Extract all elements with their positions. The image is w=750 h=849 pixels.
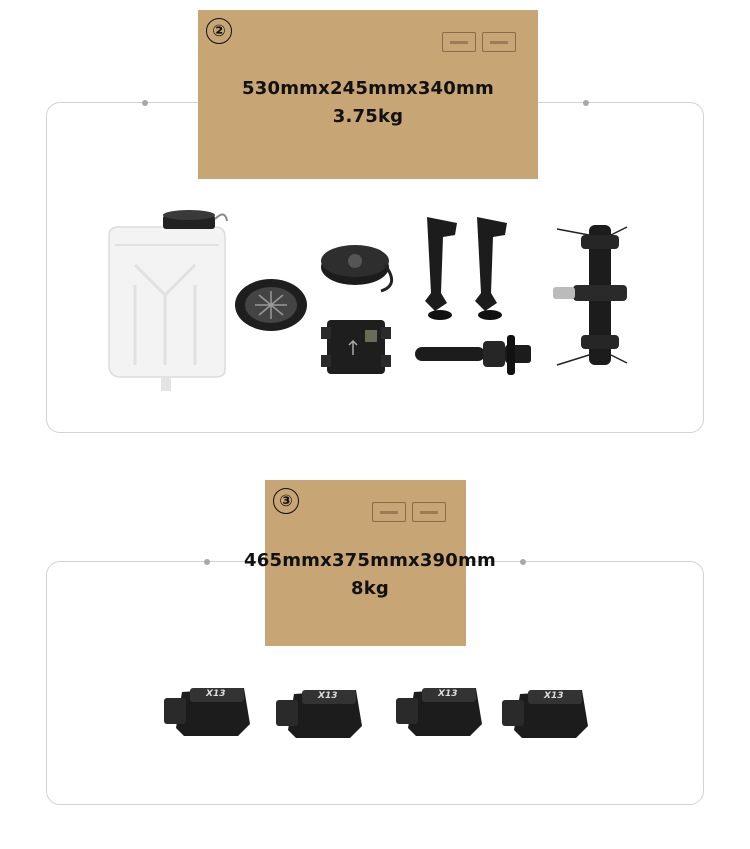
spray-arm-icon	[425, 217, 507, 320]
cap-icon	[321, 245, 393, 293]
motor-label: X13	[318, 691, 338, 701]
motor-unit: X13	[272, 686, 364, 746]
motor-row: X13 X13 X13 X13	[160, 684, 590, 744]
motor-unit: X13	[498, 686, 590, 746]
motor-icon	[396, 688, 482, 736]
stamp-icon	[372, 502, 406, 522]
motor-icon	[164, 688, 250, 736]
package-3-number: ③	[273, 488, 299, 514]
control-box-icon	[321, 320, 391, 374]
motor-label: X13	[544, 691, 564, 701]
package-2-number: ②	[206, 18, 232, 44]
package-2-box: ② 530mmx245mmx340mm 3.75kg	[198, 10, 538, 179]
package-3-box: ③	[265, 480, 466, 646]
frame-dot-left	[204, 559, 210, 565]
box-stamps	[442, 32, 516, 52]
motor-label: X13	[206, 689, 226, 699]
motor-icon	[502, 690, 588, 738]
stamp-icon	[482, 32, 516, 52]
frame-dot-right	[520, 559, 526, 565]
package-2-contents-image	[108, 210, 628, 391]
frame-dot-right	[583, 100, 589, 106]
nozzle-assembly-icon	[553, 225, 628, 366]
filter-funnel-icon	[235, 279, 307, 331]
box-stamps	[372, 502, 446, 522]
package-2-weight: 3.75kg	[332, 106, 404, 127]
motor-unit: X13	[160, 684, 252, 744]
package-2-dimensions: 530mmx245mmx340mm	[242, 78, 494, 99]
frame-dot-left	[142, 100, 148, 106]
motor-unit: X13	[392, 684, 484, 744]
motor-label: X13	[438, 689, 458, 699]
motor-icon	[276, 690, 362, 738]
stamp-icon	[412, 502, 446, 522]
package-3-dimensions: 465mmx375mmx390mm	[244, 550, 496, 571]
package-3-weight: 8kg	[351, 578, 389, 599]
stamp-icon	[442, 32, 476, 52]
water-tank-icon	[108, 210, 228, 391]
pump-tube-icon	[415, 335, 531, 375]
